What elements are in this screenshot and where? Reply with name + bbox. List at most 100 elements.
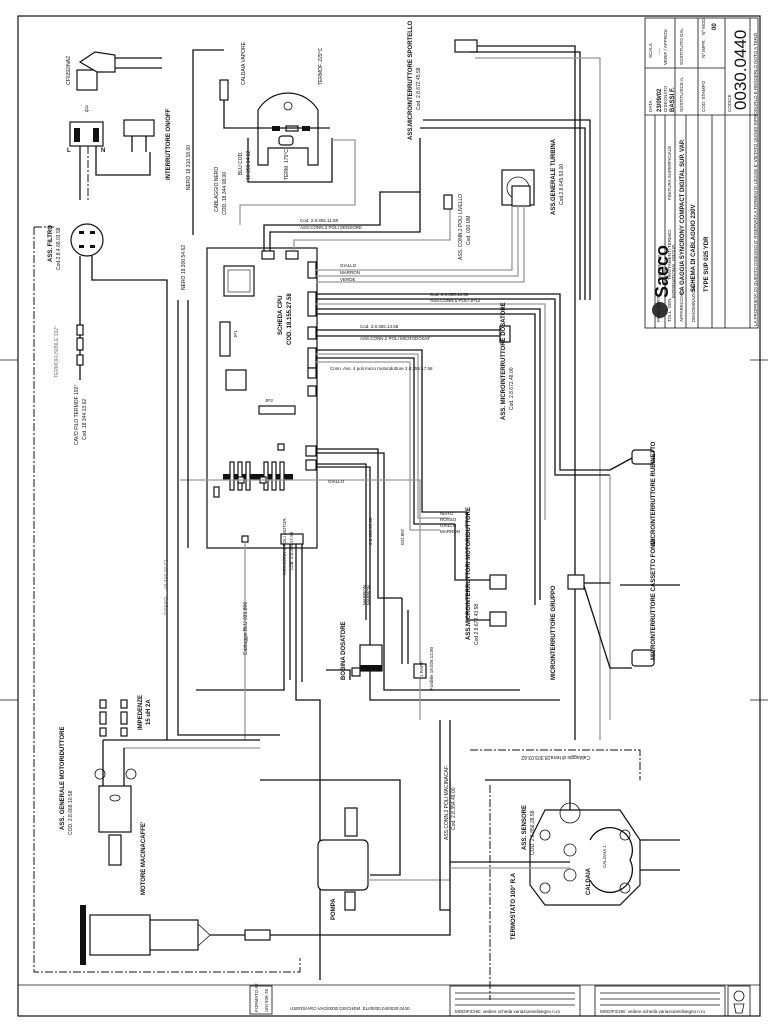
thermal-fuse: TERMOFUSIBILE 192° CAVO FILO TERMOF 192°… [54,324,88,445]
fuse [413,663,427,679]
material-label: MATERIALE [657,255,662,280]
turbine-label: ASS.GENERALE TURBINA [551,138,557,215]
heat-treatment-label: TRATTAMENTI TERMICI [667,230,672,281]
arrow-down-icon: ⇩ [83,104,91,114]
thermal-fuse-229-label: TERMOF. 229°C [318,47,324,85]
drawn-by-label: DISEGNATO [663,85,668,112]
sensor-connector-code: Cod. 2.8.355.11.58 [300,218,338,223]
fuse-box-label: 1 RAPF. [419,660,424,677]
outer-border [17,15,761,1017]
jp9-connector-code: Cod. 2.8.355.17.58 [289,531,294,570]
tap-microswitch [631,449,655,465]
company-logo-text: Saeco [652,245,672,298]
steam-boiler-label: CALDAIA VAPORE [241,41,247,85]
level-connector [443,194,453,210]
type-value: TYPE SUP 025 YDR [704,236,710,292]
dosing-microswitch-label: ASS. MICROINTERRUTTORE DOSATORE [501,302,507,420]
wire-2-8-502-label: 2.8.502.22.00 [368,517,373,545]
geared-motor: ASS. GENERALE MOTORIDUTTORE COD. 2.8.668… [60,727,137,866]
door-microswitch-code: Cod. 2.8.672.45.58 [416,67,422,110]
coil-wire-brown-2: MARRON [366,585,371,605]
black-wire-label-1: NERO 18.310.18.00 [186,145,192,190]
motor-microswitch-1 [489,574,507,590]
sensor-code: COD. 2.8.856.28.58 [530,810,536,855]
dosing-coil-label: BOBINA DOSATORE [341,621,347,680]
power-socket: L N [67,121,105,154]
impedances-value: 15 uH 2A [146,699,152,725]
black-wire-label-2: NERO 18.300.54.62 [181,245,187,290]
code-label: CODICE [727,94,732,112]
jp18-wire-brown: MARRON [340,270,360,275]
grinder-connector-code: Cod. 2.8.354.49.00 [451,787,457,830]
revision-table-2-label: MODIFICHE: vedere scheda variazione/dise… [600,1009,706,1014]
impedances-label: IMPEDENZE [138,695,144,730]
projection-symbol-icon [733,990,745,1002]
drawn-by-value: BASSI F. [670,87,676,112]
denomination-label: DENOMINAZIONE [691,284,696,322]
jp12-connector-code: Cod. 2.8.355.16.58 [430,292,469,297]
door-microswitch [454,39,478,53]
motor-wire-red: ROSSO [440,517,457,522]
level-connector-code: Cod. 030.UM [466,216,472,245]
turbine-assembly: ASS.GENERALE TURBINA Cod.2.8.645.53.00 [501,138,565,215]
cpu-board: SCHEDA CPU COD. 18.155.27.58 JP1 JP3 [206,247,318,549]
drawing-code: 0030.0440 [731,30,750,110]
motor-wire-black: NERO [440,511,454,516]
impr-number-label: Nº IMPR. [701,39,706,58]
pump-label: POMPA [331,898,337,920]
saeco-logo-icon [652,302,668,318]
scale-value: ----- [657,47,662,55]
revision-table-2 [594,985,726,1017]
mod-number-label: Nº MOD. [701,17,706,35]
date-value: 23/09/02 [657,88,663,112]
on-off-switch-label: INTERRUTTORE ON/OFF [166,108,172,180]
jp10-connector-code: Cod. 2.8.355.14.58 [360,324,399,329]
jp3-label: JP3 [265,398,273,403]
denomination-value: SCHEMA DI CABLAGGIO 230V [691,205,697,292]
steam-connector [219,79,229,101]
filter-code: Cod.2.8.4.68.03.58 [56,227,62,270]
format-label: FORMATO A2 [254,983,259,1012]
finish-label: FINITURA SUPERFICIALE [667,146,672,200]
device-value: CA GAGGIA SYNCRONY COMPACT DIGITAL SUP. … [680,139,686,295]
dosing-microswitch-code: Cod. 2.8.672.48.00 [509,367,515,410]
red-wire-label: ROSSO — 18.316.19.62 [164,560,170,615]
on-off-switch: INTERRUTTORE ON/OFF [123,108,172,180]
device-label: APPARECCHIO [679,289,684,322]
jp18-wire-green: VERDE [340,277,356,282]
board-connectors [237,250,317,543]
verified-label: VERIF / APPROV. [663,29,668,65]
mod-number-value: 00 [712,23,718,30]
blue-cable-code: 18.359.14.62 [246,151,252,180]
black-cable-code: COD. 18.344.08.00 [222,172,228,215]
jp9-connector-label: ASS.CONN.4 POLI MOTOR. [282,517,287,575]
sensor-connector-label: ASS.CONN.2 POLI SENSORE [300,225,362,230]
wire-031-label: 031.807 [400,528,405,545]
fuse-label: Fusibile 18.026.12.00 [429,646,434,690]
motor-wire-brown: MARRON [440,529,460,534]
cpu-board-code: COD. 18.155.27.58 [287,293,293,345]
socket-label-l: L [67,148,71,154]
grinder-connector [244,929,271,941]
yellow-wire-label: GIALLO [328,479,345,484]
thermal-fuse-label: TERMOFUSIBILE 192° [54,326,60,378]
tolerance-label: TOLL. GEN. [667,297,672,322]
dosing-coil: BOBINA DOSATORE MARRON MARRON [341,585,383,680]
replaces-label: SOSTITUISCE IL [679,76,684,112]
boiler-1-label: CALDAIA 1 [602,845,607,868]
geared-motor-code: COD. 2.8.668.10.58 [68,790,74,835]
motor-microswitch-label: ASS.MICROINTERRUTTORI MOTORIDUTTORE [466,507,472,640]
motor-microswitch-2 [489,611,507,627]
jp11-connector-label: Conn. Ass. 4 poli micro motoriduttore 2.… [330,366,433,371]
group-microswitch-label: MICROINTERRUTTORE GRUPPO [551,585,557,680]
grinder-motor: MOTORE MACINACAFFE' [80,821,211,965]
power-cord: CF0292/NAZ [66,51,162,91]
grinder-motor-label: MOTORE MACINACAFFE' [141,821,147,895]
blue-cable-label-2: Cablaggio BLU 031.806 [243,602,249,655]
revision-table-1-label: MODIFICHE: vedere scheda variazione/dise… [455,1009,561,1014]
geared-motor-label: ASS. GENERALE MOTORIDUTTORE [60,727,66,830]
motor-microswitch-code: Cod.2.8.672.43.58 [474,604,480,645]
thermostat-label: TERMOSTATO 100° R.A [511,872,517,940]
jp12-connector-label: ASS.CONN.5 POLI JP12 [430,298,481,303]
tap-microswitch-label: MICROINTERRUTTORE RUBINETTO [651,441,657,545]
